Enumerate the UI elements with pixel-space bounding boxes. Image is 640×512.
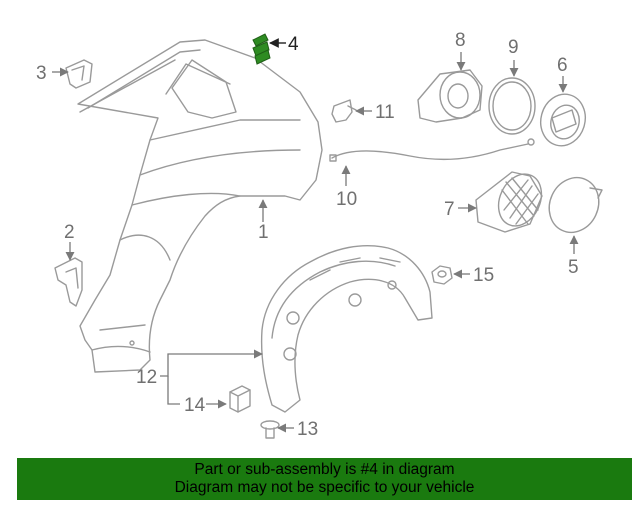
callout-8: 8 [455, 30, 466, 51]
leader-lines [52, 38, 579, 433]
quarter-panel-part-1 [77, 39, 323, 373]
clip-nut-part-14 [229, 385, 251, 413]
callout-14: 14 [184, 395, 206, 416]
seal-ring-part-9 [488, 77, 536, 135]
push-pin-part-11 [331, 99, 357, 123]
screw-part-13 [260, 420, 280, 439]
clip-part-3 [65, 59, 93, 89]
fuel-door-part-5 [548, 176, 603, 234]
callout-3: 3 [36, 63, 47, 84]
callout-2: 2 [64, 222, 75, 243]
filler-housing-part-7 [475, 171, 543, 233]
callout-13: 13 [297, 419, 318, 440]
callout-10: 10 [336, 189, 357, 210]
filler-pocket-part-8 [417, 69, 483, 123]
callout-9: 9 [508, 37, 519, 58]
nut-part-15 [431, 265, 453, 285]
wheel-liner-part-12 [260, 245, 433, 413]
callout-11: 11 [375, 102, 395, 123]
bracket-part-2 [54, 257, 83, 307]
callout-7: 7 [444, 199, 455, 220]
release-cable-part-10 [329, 138, 535, 162]
callout-1: 1 [258, 222, 269, 243]
fuel-cap-part-6 [540, 93, 586, 147]
callout-5: 5 [568, 257, 579, 278]
banner-line-1: Part or sub-assembly is #4 in diagram [194, 461, 455, 478]
callout-6: 6 [557, 55, 568, 76]
banner-line-2: Diagram may not be specific to your vehi… [174, 479, 475, 496]
callout-4: 4 [288, 34, 299, 55]
callout-12: 12 [136, 367, 157, 388]
highlighted-part-4 [252, 33, 271, 65]
callout-15: 15 [473, 265, 494, 286]
info-banner: Part or sub-assembly is #4 in diagram Di… [17, 458, 632, 500]
parts-diagram: 1 2 3 4 5 6 7 8 9 10 11 12 13 14 15 [36, 30, 603, 440]
callout-labels: 1 2 3 4 5 6 7 8 9 10 11 12 13 14 15 [36, 30, 579, 440]
